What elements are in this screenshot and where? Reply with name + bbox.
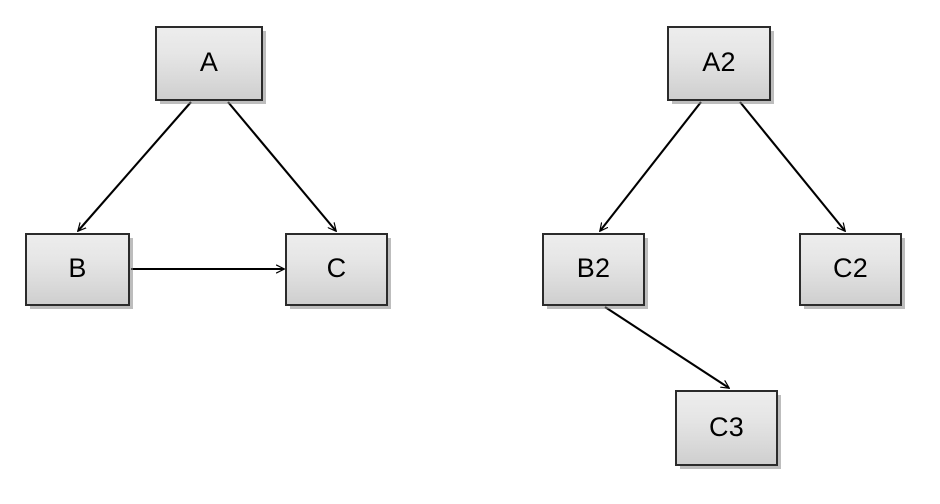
node-b[interactable]: B [25,233,130,306]
node-a2[interactable]: A2 [667,26,771,101]
node-b-label: B [68,253,87,283]
edge-a2-b2 [600,101,702,231]
node-b2-label: B2 [576,253,611,283]
node-c3[interactable]: C3 [675,390,778,466]
edge-a2-c2 [739,101,845,231]
node-c[interactable]: C [285,233,388,306]
edge-a-b [78,101,192,231]
node-c2-label: C2 [833,253,868,283]
edge-a-c [227,101,336,231]
node-a2-label: A2 [702,47,736,77]
node-c-label: C [326,253,347,283]
node-c3-label: C3 [709,411,744,442]
node-c2[interactable]: C2 [799,233,902,306]
node-b2[interactable]: B2 [542,233,645,306]
node-a-label: A [199,47,219,77]
node-a[interactable]: A [155,26,263,101]
edge-b2-c3 [604,306,729,388]
